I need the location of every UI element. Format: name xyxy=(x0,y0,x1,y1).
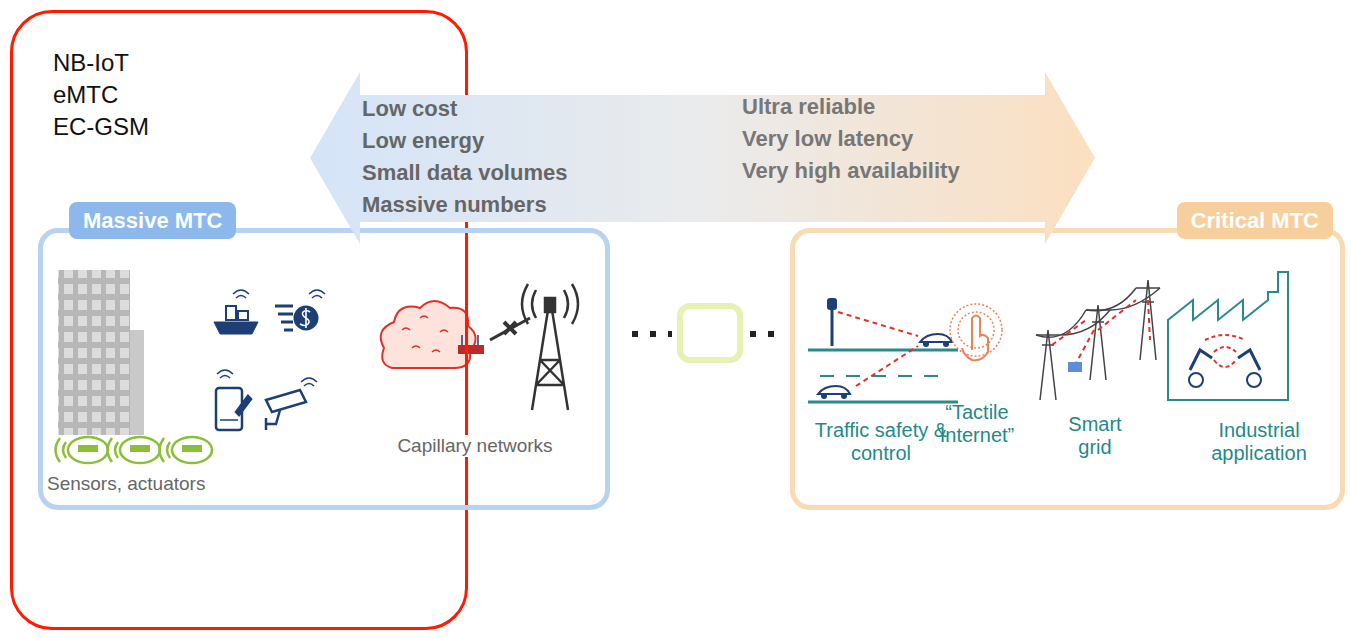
massive-mtc-box: Massive MTCSensors, actuatorsCapillary n… xyxy=(38,228,610,510)
payment-icon xyxy=(275,290,325,330)
node-text: EC-GSM xyxy=(53,113,149,141)
dotted-connector xyxy=(632,331,782,337)
middle-square xyxy=(680,306,740,360)
cell-tower xyxy=(522,284,578,410)
meter-icons xyxy=(56,437,213,463)
traffic-icon xyxy=(808,298,958,402)
ship-icon xyxy=(214,290,258,334)
grid-icon xyxy=(1036,280,1160,400)
node-text: Ultra reliable xyxy=(742,94,875,119)
tablet-icon xyxy=(216,370,251,430)
node-text: Small data volumes xyxy=(362,160,567,185)
node-text: Very low latency xyxy=(742,126,913,151)
building-icon xyxy=(58,270,144,435)
node-text: Sensors, actuators xyxy=(47,473,205,495)
factory-icon xyxy=(1168,272,1288,400)
node-text: Massive numbers xyxy=(362,192,547,217)
node-text: Capillary networks xyxy=(394,435,555,457)
critical-mtc-box: Critical MTCTraffic safety & control“Tac… xyxy=(790,228,1345,510)
node-text: NB-IoT xyxy=(53,49,129,77)
capillary-cloud xyxy=(381,301,484,368)
tab-label: Critical MTC xyxy=(1177,202,1333,239)
tactile-icon xyxy=(950,304,1002,360)
node-text: Very high availability xyxy=(742,158,960,183)
node-text: Industrial application xyxy=(1199,419,1319,465)
tab-label: Massive MTC xyxy=(69,202,236,239)
node-text: Traffic safety & control xyxy=(806,419,956,465)
double-arrow-band: Low costLow energySmall data volumesMass… xyxy=(310,72,1095,244)
node-text: eMTC xyxy=(53,81,118,109)
camera-icon xyxy=(266,378,317,430)
radio-link xyxy=(490,318,530,340)
node-text: Low cost xyxy=(362,96,457,121)
node-text: Smart grid xyxy=(1060,413,1130,459)
node-text: Low energy xyxy=(362,128,484,153)
node-text: “Tactile Internet” xyxy=(930,401,1025,447)
